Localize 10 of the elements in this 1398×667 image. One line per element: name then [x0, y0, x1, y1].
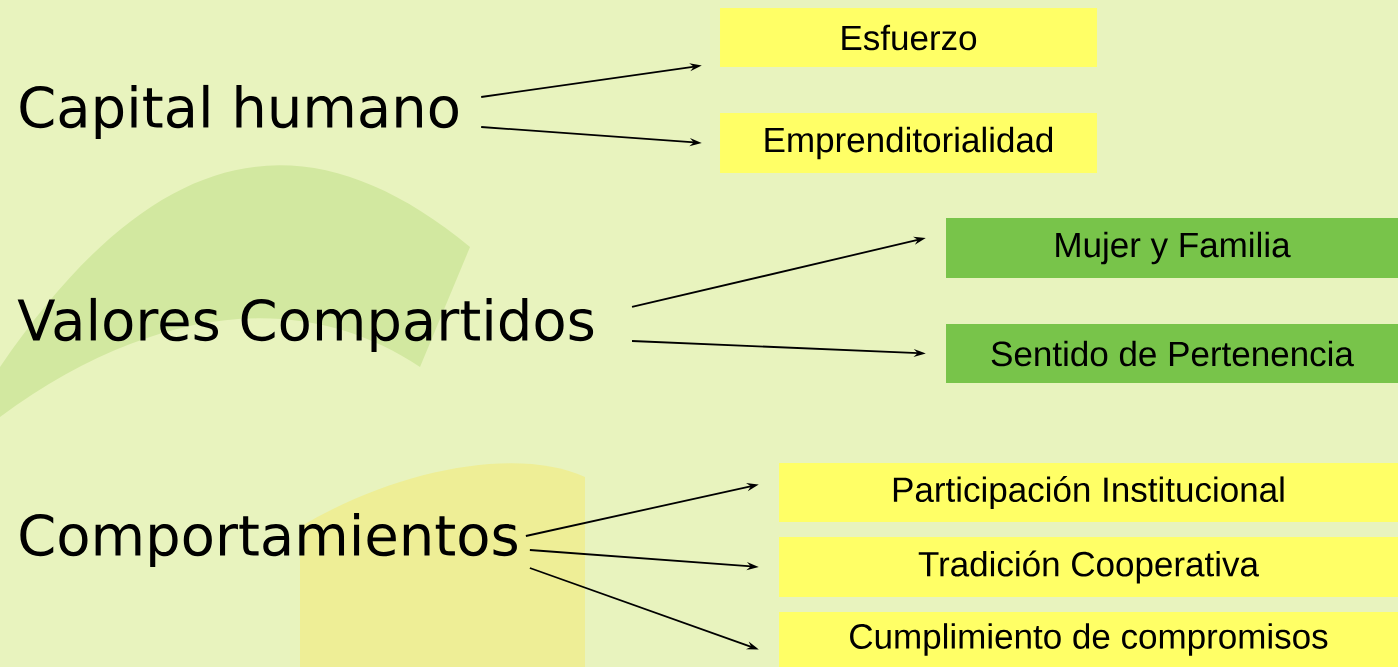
heading-text: Valores Compartidos [17, 297, 594, 353]
label-box: Sentido de Pertenencia [946, 324, 1398, 383]
label-box: Cumplimiento de compromisos [779, 612, 1398, 667]
heading-text: Comportamientos [20, 512, 517, 568]
label-box: Emprenditorialidad [720, 113, 1097, 173]
label-box: Esfuerzo [720, 8, 1097, 67]
heading-text: Capital humano [20, 84, 458, 140]
label-box: Mujer y Familia [946, 218, 1398, 278]
label-box: Tradición Cooperativa [779, 537, 1398, 597]
label-box: Participación Institucional [779, 463, 1398, 522]
